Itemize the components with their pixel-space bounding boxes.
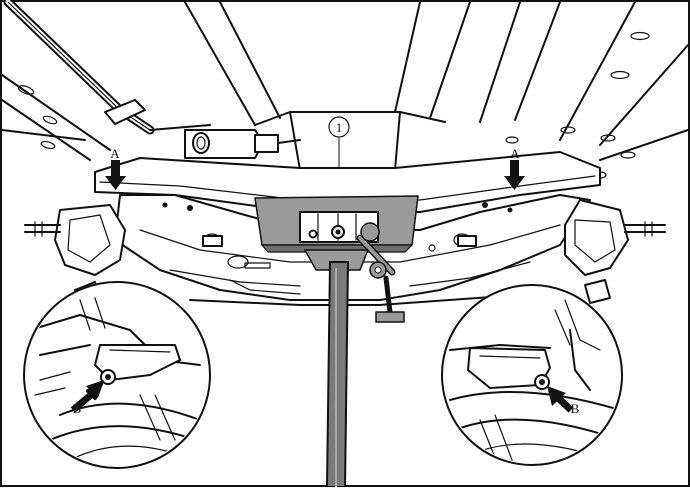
right-knuckle <box>564 199 666 304</box>
item-number-label: 1 <box>336 120 343 135</box>
transmission-jack <box>254 195 419 488</box>
vehicle-underbody <box>1 1 689 179</box>
mount-point-a-left-label: A <box>110 146 120 161</box>
detail-inset-left <box>23 281 211 469</box>
bolt-b-left-label: B <box>73 401 82 416</box>
item-1-callout <box>328 116 350 168</box>
mount-point-a-right-label: A <box>510 146 520 161</box>
bolt-b-right-label: B <box>571 401 580 416</box>
fuel-filter <box>184 129 301 159</box>
arrow-a-right <box>504 160 525 190</box>
detail-inset-right <box>441 284 623 466</box>
arrow-a-left <box>105 160 126 190</box>
fuel-line-bundle <box>3 0 211 135</box>
